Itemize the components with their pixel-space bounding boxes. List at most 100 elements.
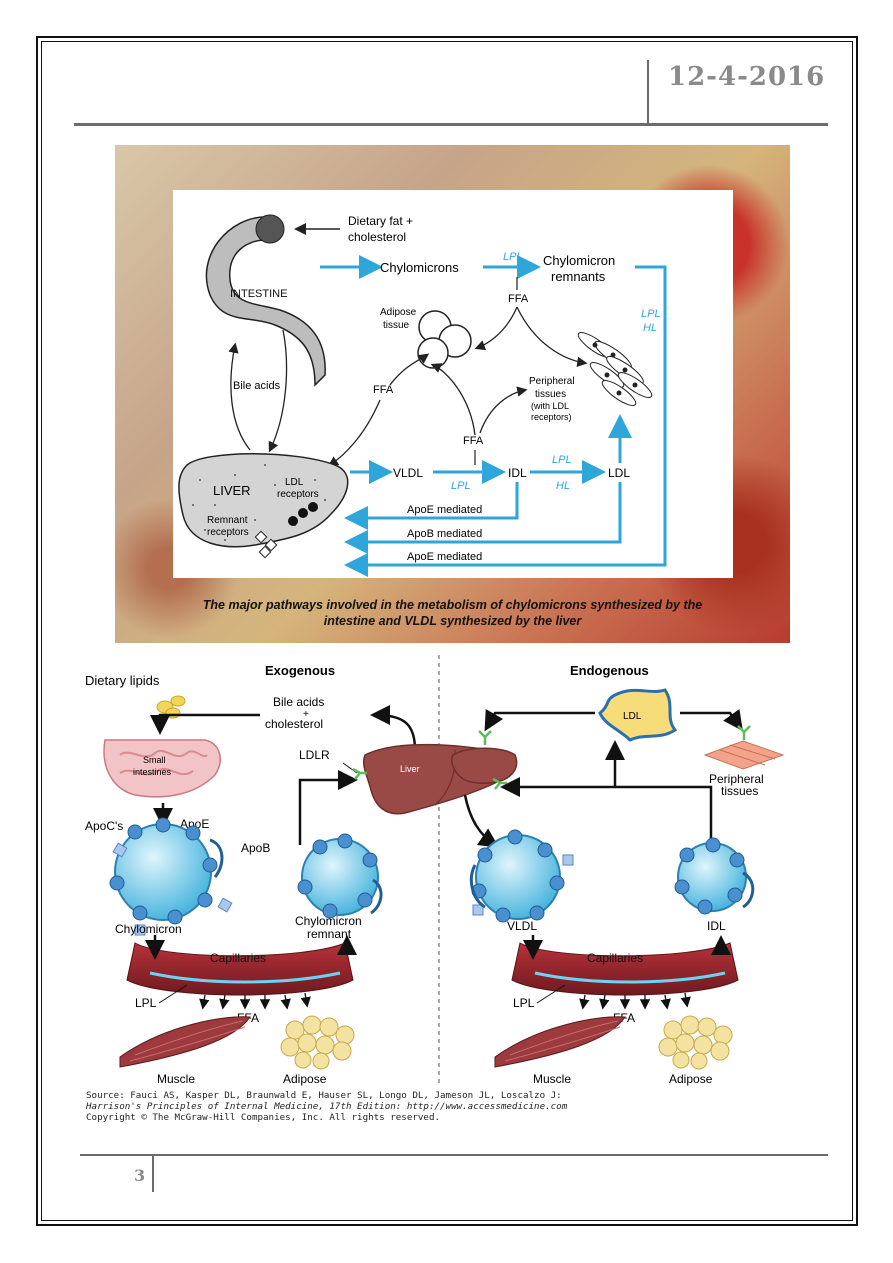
peripheral-label-2: tissues [721, 784, 758, 798]
ldlr-receptor-icon [352, 767, 367, 780]
peripheral-tissue-icon [703, 740, 785, 770]
apocs-label: ApoC's [85, 819, 123, 833]
small-intestines-label-1: Small [143, 755, 166, 765]
adipose-right-label: Adipose [669, 1072, 713, 1086]
lpl-top-label: LPL [503, 251, 523, 263]
hl-right-label: HL [643, 322, 657, 334]
lpl-idl-label: LPL [552, 454, 572, 466]
ldl-label: LDL [623, 711, 642, 722]
lpl-right-label: LPL [641, 308, 661, 320]
figure1-caption-line1: The major pathways involved in the metab… [202, 598, 703, 612]
capillaries-left-label: Capillaries [210, 951, 266, 965]
liver-organ-right-icon [451, 747, 518, 784]
lpl-left-label: LPL [135, 996, 157, 1010]
intestine-lumen [255, 214, 285, 244]
apob-label: ApoB [241, 841, 270, 855]
adipose-label-2: tissue [383, 320, 410, 331]
ldl-receptors-label-2: receptors [277, 489, 319, 500]
ffa-left-label: FFA [373, 384, 394, 396]
apob-mediated-label: ApoB mediated [407, 528, 482, 540]
peripheral-label-1: Peripheral [709, 772, 764, 786]
source-citation: Source: Fauci AS, Kasper DL, Braunwald E… [86, 1090, 567, 1123]
footer-separator [152, 1156, 154, 1192]
ldl-receptors-label-1: LDL [285, 477, 304, 488]
chylomicron-label: Chylomicron [115, 922, 182, 936]
peripheral-cells-icon [577, 332, 653, 406]
capillary-left-icon [126, 942, 354, 996]
ldlr-label: LDLR [299, 748, 330, 762]
apoe-label: ApoE [180, 817, 209, 831]
ldl-particle-icon [598, 688, 678, 742]
muscle-left-label: Muscle [157, 1072, 195, 1086]
intestine-label: INTESTINE [230, 288, 287, 300]
source-line1: Source: Fauci AS, Kasper DL, Braunwald E… [86, 1090, 562, 1101]
cholesterol-label: cholesterol [265, 717, 323, 731]
source-line2: Harrison's Principles of Internal Medici… [86, 1101, 568, 1112]
muscle-right-icon [494, 1016, 626, 1068]
hl-idl-label: HL [556, 480, 570, 492]
chylomicron-remnants-label-2: remnants [551, 269, 606, 284]
vldl-particle-icon [469, 829, 574, 923]
peripheral-label-4: receptors) [531, 412, 572, 422]
ldl-receptor-top-icon [478, 725, 751, 745]
adipose-label-1: Adipose [380, 307, 417, 318]
liver-label: Liver [400, 764, 420, 774]
bile-plus-label: + [303, 709, 309, 720]
idl-label: IDL [707, 919, 726, 933]
liver-shape [178, 453, 349, 548]
small-intestines-label-2: intestines [133, 767, 172, 777]
ffa-mid-label: FFA [463, 435, 484, 447]
vldl-label: VLDL [507, 919, 537, 933]
ldl-receptor-dots-icon [288, 502, 318, 526]
apoe-mediated-label-1: ApoE mediated [407, 504, 482, 516]
remnant-receptors-label-1: Remnant [207, 515, 248, 526]
chylomicron-remnant-label-1: Chylomicron [295, 914, 362, 928]
apoe-mediated-label-2: ApoE mediated [407, 551, 482, 563]
dietary-fat-label-1: Dietary fat + [348, 214, 413, 228]
page-border-outer [36, 36, 858, 1226]
idl-label: IDL [508, 466, 527, 480]
adipose-right-icon [658, 1015, 733, 1070]
bile-acids-label: Bile acids [233, 380, 281, 392]
intestine-shape [205, 216, 326, 387]
remnant-receptor-squares-icon [254, 530, 278, 559]
dietary-lipids-label: Dietary lipids [85, 673, 160, 688]
ldl-label: LDL [608, 466, 630, 480]
vldl-label: VLDL [393, 466, 423, 480]
lpl-vldl-label: LPL [451, 480, 471, 492]
peripheral-label-1: Peripheral [529, 376, 575, 387]
figure-exogenous-endogenous: Exogenous Endogenous Dietary lipids Bile… [75, 655, 830, 1095]
figure-lipoprotein-pathways: INTESTINE Dietary fat + cholesterol Chyl… [115, 145, 790, 643]
dietary-fat-label-2: cholesterol [348, 230, 406, 244]
chylomicron-remnant-label-2: remnant [307, 927, 352, 941]
chylomicron-remnant-particle-icon [297, 833, 383, 919]
muscle-right-label: Muscle [533, 1072, 571, 1086]
capillary-right-icon [511, 942, 739, 996]
idl-particle-icon [674, 837, 755, 915]
adipose-left-label: Adipose [283, 1072, 327, 1086]
ffa-top-label: FFA [508, 293, 529, 305]
small-intestines-icon [103, 739, 221, 798]
page-border-inner [41, 41, 853, 1221]
peripheral-label-3: (with LDL [531, 401, 569, 411]
bile-acids-label: Bile acids [273, 695, 324, 709]
figure1-caption: The major pathways involved in the metab… [115, 597, 790, 629]
page-number: 3 [134, 1166, 146, 1185]
exogenous-heading: Exogenous [265, 663, 335, 678]
muscle-left-icon [119, 1016, 251, 1068]
figure1-caption-line2: intestine and VLDL synthesized by the li… [323, 614, 582, 628]
lpl-right-label: LPL [513, 996, 535, 1010]
header-separator [647, 60, 649, 123]
source-line3: Copyright © The McGraw-Hill Companies, I… [86, 1112, 441, 1123]
remnant-receptors-label-2: receptors [207, 527, 249, 538]
chylomicrons-label: Chylomicrons [380, 260, 459, 275]
header-rule [74, 123, 828, 126]
adipose-left-icon [280, 1015, 355, 1070]
chylomicron-particle-icon [109, 817, 233, 936]
peripheral-label-2: tissues [535, 389, 566, 400]
capillaries-right-label: Capillaries [587, 951, 643, 965]
footer-rule [80, 1154, 828, 1156]
liver-label: LIVER [213, 483, 251, 498]
endogenous-heading: Endogenous [570, 663, 649, 678]
chylomicron-remnants-label-1: Chylomicron [543, 253, 615, 268]
